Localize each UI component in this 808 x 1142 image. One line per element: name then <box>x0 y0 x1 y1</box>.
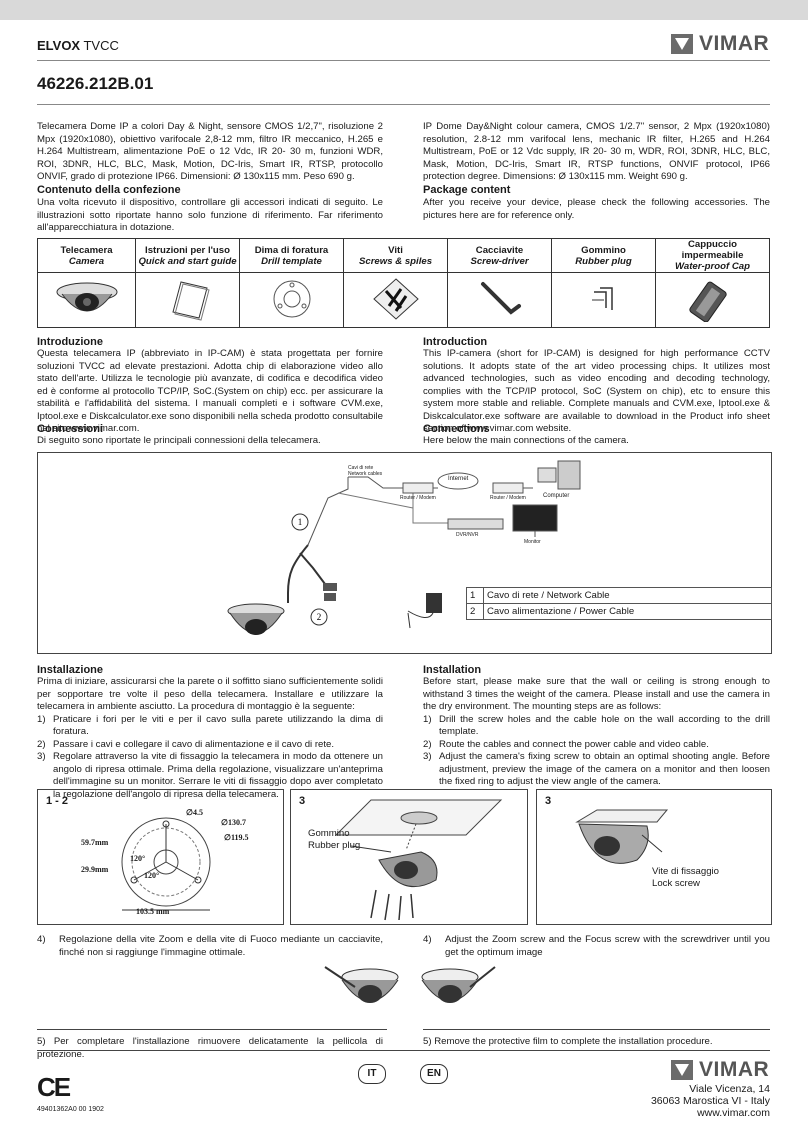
doc-code: 49401362A0 00 1902 <box>37 1106 104 1113</box>
introduction-title: Introduction <box>423 336 488 348</box>
installazione-title: Installazione <box>37 664 104 676</box>
divider <box>37 104 770 105</box>
router-label-2: Router / Modem <box>490 495 526 501</box>
divider <box>423 1029 770 1030</box>
installation-title: Installation <box>423 664 482 676</box>
vimar-logo-icon <box>671 34 693 54</box>
zoom-focus-illustration <box>324 966 496 1003</box>
lang-it-badge: IT <box>358 1064 386 1084</box>
network-cables-label: Cavi di rete Network cables <box>348 465 383 477</box>
lang-en-badge: EN <box>420 1064 448 1084</box>
connection-legend: 1 Cavo di rete / Network Cable 2 Cavo al… <box>466 587 772 620</box>
intro-en: IP Dome Day&Night colour camera, CMOS 1/… <box>423 121 770 182</box>
diagram-label-2: 2 <box>317 612 322 622</box>
computer-label: Computer <box>543 493 570 499</box>
vimar-logo: VIMAR <box>671 32 769 56</box>
camera-picture <box>37 272 136 328</box>
company-address: Viale Vicenza, 14 36063 Marostica VI - I… <box>650 1083 770 1119</box>
step5-en: 5) Remove the protective film to complet… <box>423 1036 713 1047</box>
router-label-1: Router / Modem <box>400 495 436 501</box>
step5-it: 5) Per completare l'installazione rimuov… <box>37 1036 383 1060</box>
figure-rubber-plug: 3 Gommino Rubber plug <box>290 789 528 925</box>
package-title-en: Package content <box>423 184 511 196</box>
connessioni-title: Connessioni <box>37 423 104 435</box>
step4-it: 4)Regolazione della vite Zoom e della vi… <box>37 934 383 958</box>
cap-picture <box>655 272 770 328</box>
connessioni-text: Di seguito sono riportate le principali … <box>37 435 321 446</box>
screws-picture <box>343 272 448 328</box>
installation-section: Before start, please make sure that the … <box>423 676 770 787</box>
list-item: 1)Praticare i fori per le viti e per il … <box>37 713 383 738</box>
rubber-plug-label-it: Gommino <box>308 828 350 839</box>
top-bar <box>0 0 808 20</box>
figure-template: 1 - 2 ∅4.5 ∅130.7 ∅119.5 59.7mm 29.9mm 1… <box>37 789 284 925</box>
divider <box>37 1050 770 1051</box>
package-title-it: Contenuto della confezione <box>37 184 181 196</box>
diagram-label-1: 1 <box>298 517 303 527</box>
introduzione-text: Questa telecamera IP (abbreviato in IP-C… <box>37 348 383 434</box>
ce-mark: CE <box>37 1072 71 1102</box>
rubber-plug-picture <box>551 272 656 328</box>
list-item: 1)Drill the screw holes and the cable ho… <box>423 713 770 738</box>
divider <box>37 1029 387 1030</box>
intro-it: Telecamera Dome IP a colori Day & Night,… <box>37 121 383 182</box>
list-item: 3)Regolare attraverso la vite di fissagg… <box>37 751 383 800</box>
divider <box>37 60 770 61</box>
introduzione-title: Introduzione <box>37 336 103 348</box>
lock-screw-label-en: Lock screw <box>652 878 700 889</box>
vimar-logo-footer: VIMAR <box>671 1058 769 1082</box>
internet-label: Internet <box>448 476 469 482</box>
legend-row: 1 Cavo di rete / Network Cable <box>466 587 772 604</box>
guide-picture <box>135 272 240 328</box>
product-code: 46226.212B.01 <box>37 74 154 93</box>
monitor-label: Monitor <box>524 539 541 545</box>
dvr-label: DVR/NVR <box>456 532 479 538</box>
legend-row: 2 Cavo alimentazione / Power Cable <box>466 603 772 620</box>
figure-lock-screw: 3 Vite di fissaggio Lock screw <box>536 789 772 925</box>
brand-name: ELVOX TVCC <box>37 38 119 53</box>
vimar-logo-icon <box>671 1060 693 1080</box>
package-text-en: After you receive your device, please ch… <box>423 197 770 221</box>
installazione-section: Prima di iniziare, assicurarsi che la pa… <box>37 676 383 800</box>
introduction-text: This IP-camera (short for IP-CAM) is des… <box>423 348 770 434</box>
connection-diagram: 1 2 Cavi di rete Network cables Internet… <box>37 452 772 654</box>
list-item: 3)Adjust the camera's fixing screw to ob… <box>423 751 770 787</box>
package-text-it: Una volta ricevuto il dispositivo, contr… <box>37 197 383 233</box>
rubber-plug-label-en: Rubber plug <box>308 840 361 851</box>
screwdriver-picture <box>447 272 552 328</box>
step4-en: 4)Adjust the Zoom screw and the Focus sc… <box>423 934 770 958</box>
template-picture <box>239 272 344 328</box>
list-item: 2)Route the cables and connect the power… <box>423 738 709 750</box>
lock-screw-label-it: Vite di fissaggio <box>652 866 720 877</box>
connections-title: Connections <box>423 423 490 435</box>
list-item: 2)Passare i cavi e collegare il cavo di … <box>37 738 335 750</box>
connections-text: Here below the main connections of the c… <box>423 435 629 446</box>
